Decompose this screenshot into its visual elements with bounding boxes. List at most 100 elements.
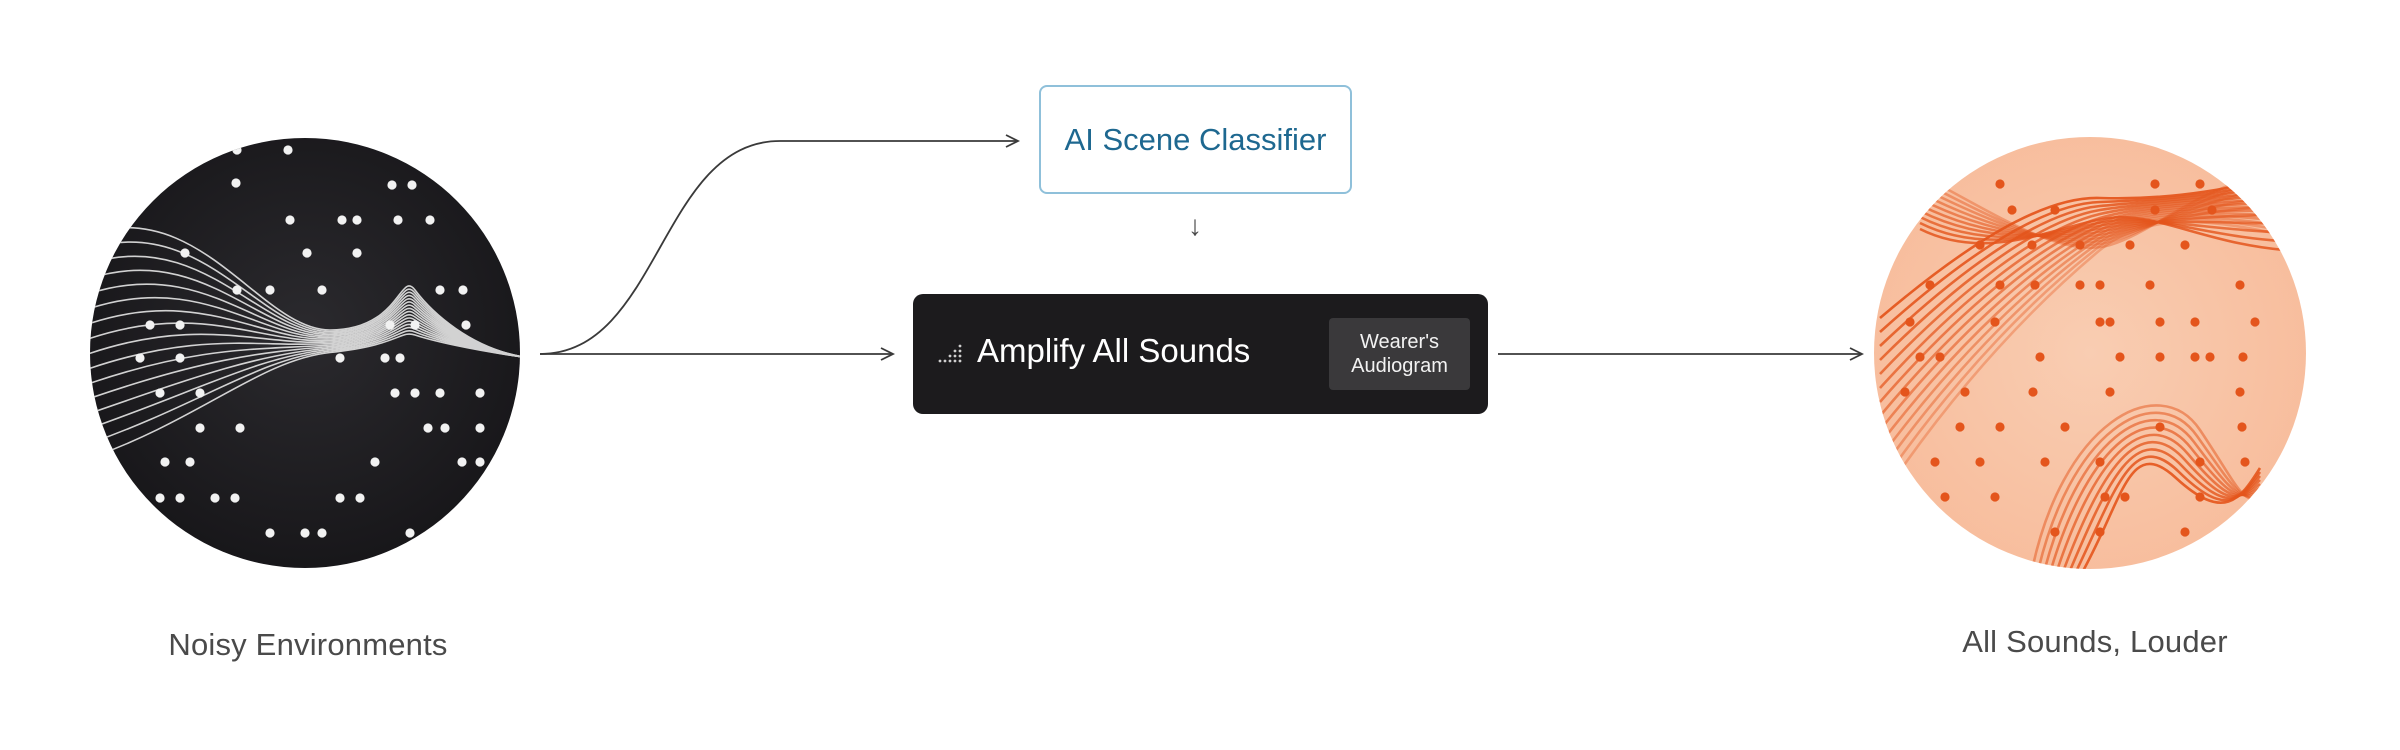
badge-line-2: Audiogram [1351, 355, 1448, 377]
noise-dot [387, 180, 397, 190]
amplified-wave-line [2040, 418, 2261, 569]
amplified-wave-line [1919, 215, 2301, 239]
amplified-dot [1935, 352, 1945, 362]
wave-line [90, 326, 520, 431]
amplified-wave-line [2028, 404, 2261, 569]
amplified-wave-line [1878, 220, 2306, 501]
noise-dot [135, 353, 145, 363]
noise-dot [475, 423, 485, 433]
noise-dot [337, 215, 347, 225]
amplified-wave-line [2076, 462, 2262, 569]
amplified-dot [1940, 492, 1950, 502]
noise-dot [395, 353, 405, 363]
amplified-sound-disc [1874, 137, 2306, 569]
amplified-dot [2238, 352, 2248, 362]
amplified-dot [2115, 352, 2125, 362]
wave-line [90, 323, 520, 416]
noise-dot [210, 493, 220, 503]
amplified-dot [2105, 387, 2115, 397]
amplified-wave-line [2034, 411, 2261, 569]
arrow-down-icon: ↓ [1188, 210, 1202, 241]
amplified-wave-line [1919, 218, 2301, 244]
amplified-dot [1990, 492, 2000, 502]
noise-dot [232, 285, 242, 295]
noise-dot [335, 493, 345, 503]
noise-dot [405, 528, 415, 538]
all-sounds-louder-caption: All Sounds, Louder [1962, 624, 2228, 659]
amplified-dot [2180, 527, 2190, 537]
amplified-wave-line [1878, 211, 2306, 445]
noise-dot [425, 215, 435, 225]
amplified-wave-line [1919, 168, 2301, 250]
noise-dot [440, 423, 450, 433]
noise-dot [232, 145, 242, 155]
amplified-dot [1900, 387, 1910, 397]
amplified-dot [1955, 422, 1965, 432]
noise-dot [475, 388, 485, 398]
noise-dot [195, 388, 205, 398]
signal-bars-icon [938, 344, 962, 363]
amplified-dot [2237, 422, 2247, 432]
noise-dot [265, 285, 275, 295]
arrow-to-classifier [539, 141, 1018, 355]
wave-line [90, 227, 520, 359]
wave-line [90, 296, 520, 359]
wave-line [90, 314, 520, 371]
noise-dot [160, 457, 170, 467]
amplified-dot [2205, 352, 2215, 362]
wave-line [90, 320, 520, 401]
noise-dot [461, 320, 471, 330]
noise-dot [302, 248, 312, 258]
amplified-dot [2190, 352, 2200, 362]
amplified-dot [1960, 387, 1970, 397]
amplified-dot [2095, 280, 2105, 290]
amplified-dot [2195, 492, 2205, 502]
amplified-dot [2105, 317, 2115, 327]
noise-dot [458, 285, 468, 295]
noise-dot [475, 457, 485, 467]
noise-dot [175, 320, 185, 330]
amplified-dot [2190, 317, 2200, 327]
amplified-dot [2095, 317, 2105, 327]
amplified-dot [2075, 240, 2085, 250]
noise-dot [175, 353, 185, 363]
noise-dot [230, 493, 240, 503]
noise-dot [145, 320, 155, 330]
noise-dot [457, 457, 467, 467]
noise-dot [175, 493, 185, 503]
amplified-dot [2060, 422, 2070, 432]
noise-dot [410, 388, 420, 398]
noise-dot [352, 248, 362, 258]
amplified-wave-line [1919, 177, 2301, 247]
ai-scene-classifier-box: AI Scene Classifier [1039, 85, 1352, 194]
amplified-wave-line [1919, 216, 2301, 253]
noisy-environments-caption: Noisy Environments [168, 627, 448, 662]
amplified-dot [2035, 352, 2045, 362]
noise-dot [265, 528, 275, 538]
noise-dot [335, 353, 345, 363]
wave-line [90, 317, 520, 386]
noise-dot [380, 353, 390, 363]
amplified-dot [2240, 457, 2250, 467]
noise-dot [423, 423, 433, 433]
amplified-dot [2195, 179, 2205, 189]
amplified-dot [2235, 387, 2245, 397]
noise-dot [155, 493, 165, 503]
wave-line [90, 304, 520, 359]
noise-dot [285, 215, 295, 225]
amplified-dot [2095, 457, 2105, 467]
wave-line [90, 307, 520, 359]
amplify-label: Amplify All Sounds [977, 332, 1251, 369]
noise-dot [393, 215, 403, 225]
noise-dot [407, 180, 417, 190]
wave-line [90, 241, 520, 359]
noise-dot [370, 457, 380, 467]
noise-dot [235, 423, 245, 433]
amplified-dot [1995, 422, 2005, 432]
noise-dot [195, 423, 205, 433]
wave-line [90, 310, 520, 359]
amplified-wave-line [1919, 191, 2301, 241]
amplified-dot [2145, 280, 2155, 290]
amplified-dot [2027, 240, 2037, 250]
noise-dot [300, 528, 310, 538]
